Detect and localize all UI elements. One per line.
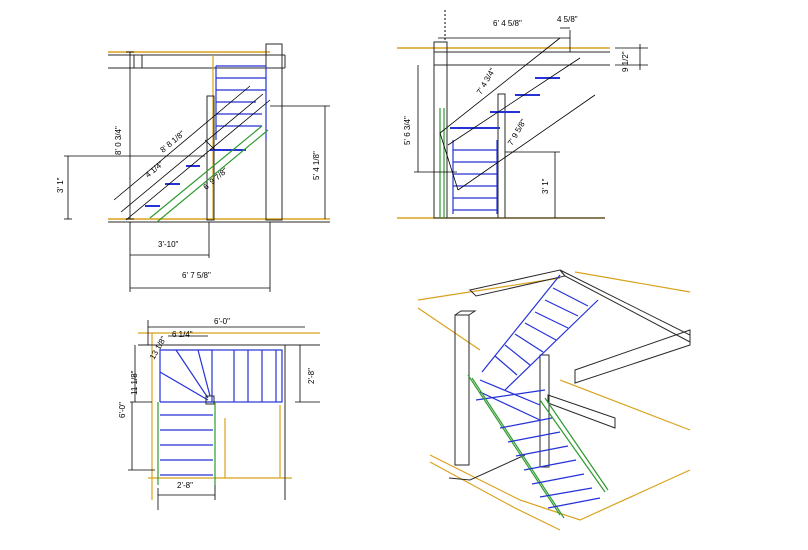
upper-flight-plan xyxy=(159,349,283,403)
dim-slope-len: 6' 9 7/8" xyxy=(202,166,230,192)
side-elevation-right: 6' 4 5/8" 4 5/8" 9 1/2" 7' 4 3/4" 7' 9 5… xyxy=(397,10,648,219)
lower-flight xyxy=(450,77,560,214)
dim-lower-length: 6'-0" xyxy=(118,402,127,418)
dim-lower-slope: 7' 9 5/8" xyxy=(506,117,528,147)
dim-top-rise: 8' 0 3/4" xyxy=(114,126,123,155)
dim-beam-depth: 9 1/2" xyxy=(621,51,630,72)
lower-post xyxy=(206,95,215,221)
newel-post xyxy=(265,43,283,221)
dim-top-width: 6'-0" xyxy=(214,317,230,326)
dim-left-rise: 5' 6 3/4" xyxy=(403,116,412,145)
lower-flight-plan xyxy=(157,402,216,485)
isometric-view xyxy=(417,269,691,531)
lower-stringer xyxy=(149,125,269,223)
lower-stringer xyxy=(439,108,445,218)
dim-left-rise: 3' 1" xyxy=(56,177,65,193)
dim-right-rise: 5' 4 1/8" xyxy=(312,151,321,180)
iso-lower-flight xyxy=(467,374,609,519)
dim-post-width: 4 5/8" xyxy=(557,15,578,24)
dim-upper-slope: 7' 4 3/4" xyxy=(475,66,497,96)
dim-total-run: 6' 7 5/8" xyxy=(182,271,211,280)
dim-landing-depth: 2'-8" xyxy=(307,368,316,384)
dim-top-run: 6' 4 5/8" xyxy=(493,19,522,28)
dim-bottom-run: 3'-10" xyxy=(158,240,179,249)
dim-tread-run: 4 1/4" xyxy=(144,159,166,179)
iso-upper-flight xyxy=(475,274,599,421)
dim-winder-b: 11 1/8" xyxy=(130,370,139,395)
plan-newel xyxy=(205,395,215,405)
dim-bottom-width: 2'-8" xyxy=(177,481,193,490)
dim-inner-offset: 6 1/4" xyxy=(172,330,193,339)
side-elevation-left: 8' 0 3/4" 8' 8 1/8" 4 1/4" 5' 4 1/8" 3' … xyxy=(56,43,330,292)
plan-view: 6'-0" 6 1/4" 13 1/8" 11 1/8" 2'-8" 6'-0"… xyxy=(118,317,320,510)
dim-right-rise: 3' 1" xyxy=(541,178,550,194)
dim-winder-a: 13 1/8" xyxy=(148,335,168,361)
